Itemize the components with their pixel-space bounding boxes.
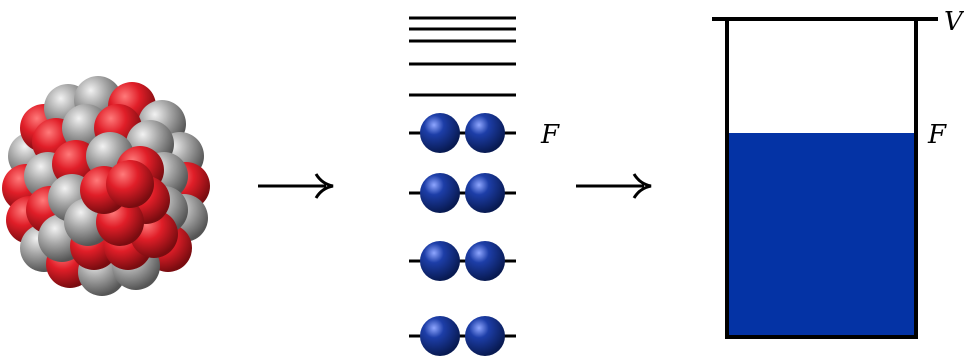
filled-level [409,113,516,153]
fermion-sphere-icon [465,173,505,213]
filled-level [409,316,516,356]
fermi-sea-fill [727,133,916,336]
filled-level [409,241,516,281]
filled-level [409,173,516,213]
right-arrow-icon [258,173,334,199]
potential-well [712,17,938,339]
fermion-sphere-icon [465,113,505,153]
fermi-level-label: F [540,120,560,150]
fermion-sphere-icon [465,241,505,281]
filled-energy-levels [409,113,516,356]
nucleus-cluster-icon [2,76,210,296]
fermion-sphere-icon [420,241,460,281]
fermi-level-well-label: F [927,120,947,150]
proton-sphere [106,160,154,208]
fermion-sphere-icon [420,173,460,213]
empty-energy-levels [409,16,516,97]
fermion-sphere-icon [420,113,460,153]
well-depth-label: V [944,7,964,37]
fermion-sphere-icon [465,316,505,356]
fermion-sphere-icon [420,316,460,356]
right-arrow-icon [576,173,652,199]
